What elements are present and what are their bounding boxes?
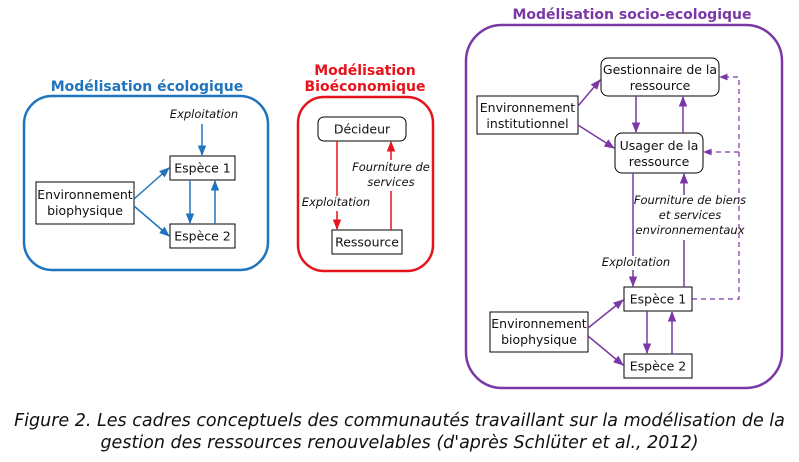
socio-env-inst-box <box>476 95 579 135</box>
eco-espece2-box <box>169 223 236 249</box>
bio-ressource-box <box>331 229 403 255</box>
socio-espece2-label: Espèce 2 <box>630 359 687 374</box>
panel-socio-ecological: Modélisation socio-ecologique Gestionnai… <box>464 7 784 390</box>
socio-espece1-box <box>623 286 693 312</box>
socio-env-inst-label-2: institutionnel <box>486 116 568 131</box>
eco-env-label-2: biophysique <box>47 203 123 218</box>
bio-fourniture-label-2: services <box>367 175 414 189</box>
bio-fourniture-label-1: Fourniture de <box>352 160 430 174</box>
socio-gestionnaire-label-2: ressource <box>630 78 691 93</box>
socio-fourniture-label-2: et services <box>659 208 721 222</box>
panel-ecological: Modélisation écologique Exploitation Esp… <box>22 79 270 272</box>
socio-env-bio-box <box>489 311 589 353</box>
socio-env-bio-label-2: biophysique <box>501 332 577 347</box>
caption-line-2: gestion des ressources renouvelables (d'… <box>100 433 699 453</box>
panel-bioeconomic: Modélisation Bioéconomique Décideur Ress… <box>296 63 435 273</box>
panel-eco-title: Modélisation écologique <box>51 79 244 95</box>
socio-exploitation-label: Exploitation <box>602 255 670 269</box>
eco-arrow-env-esp2 <box>133 205 170 237</box>
socio-dashed-esp1-gestionnaire <box>692 73 740 300</box>
socio-arrow-inst-gestionnaire <box>577 79 601 107</box>
bio-decideur-box <box>317 116 407 142</box>
figure-caption: Figure 2. Les cadres conceptuels des com… <box>0 410 799 454</box>
eco-env-label-1: Environnement <box>37 187 133 202</box>
bio-ressource-label: Ressource <box>335 235 399 250</box>
bio-exploitation-label: Exploitation <box>302 195 370 209</box>
socio-usager-label-2: ressource <box>629 154 690 169</box>
panel-socio-frame <box>464 23 784 390</box>
socio-espece2-box <box>623 353 693 379</box>
eco-arrow-env-esp1 <box>133 167 170 200</box>
socio-arrow-envbio-esp1 <box>587 299 624 329</box>
eco-exploitation-label: Exploitation <box>170 107 238 121</box>
panel-bio-title-2: Bioéconomique <box>305 79 426 95</box>
eco-espece1-label: Espèce 1 <box>174 161 231 176</box>
eco-env-box <box>35 181 135 225</box>
panel-bio-frame <box>296 95 435 273</box>
socio-gestionnaire-label-1: Gestionnaire de la <box>603 62 717 77</box>
socio-fourniture-label-1: Fourniture de biens <box>634 193 746 207</box>
panel-eco-frame <box>22 94 270 272</box>
socio-espece1-label: Espèce 1 <box>630 292 687 307</box>
socio-usager-label-1: Usager de la <box>620 138 699 153</box>
socio-usager-box <box>614 132 704 174</box>
panel-bio-title-1: Modélisation <box>314 63 416 79</box>
bio-decideur-label: Décideur <box>334 122 391 137</box>
caption-line-1: Figure 2. Les cadres conceptuels des com… <box>14 411 785 431</box>
eco-espece2-label: Espèce 2 <box>174 229 231 244</box>
socio-env-inst-label-1: Environnement <box>480 100 576 115</box>
socio-env-bio-label-1: Environnement <box>491 316 587 331</box>
socio-arrow-inst-usager <box>577 124 615 149</box>
socio-fourniture-label-3: environnementaux <box>636 223 745 237</box>
socio-arrow-envbio-esp2 <box>587 335 624 366</box>
socio-gestionnaire-box <box>600 57 720 97</box>
panel-socio-title: Modélisation socio-ecologique <box>512 7 751 23</box>
